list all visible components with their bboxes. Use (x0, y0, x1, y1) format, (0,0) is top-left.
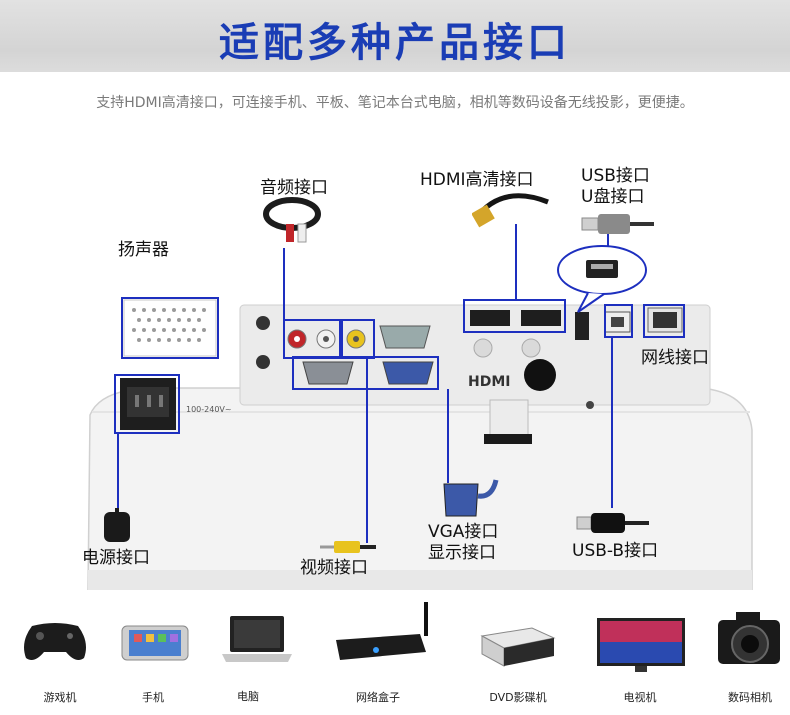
usbb-cable-icon (576, 513, 649, 533)
label-hdmi: HDMI高清接口 (420, 170, 534, 190)
device-label-2: 电脑 (237, 690, 259, 703)
video-cable-icon (320, 541, 376, 553)
usb-cable-icon (581, 214, 654, 234)
gamepad-icon (24, 623, 86, 660)
label-audio: 音频接口 (260, 178, 328, 198)
projector-diagram: HDMI 100-240V~ (87, 216, 753, 590)
callout-boxes (114, 297, 685, 434)
camera-icon (718, 612, 780, 664)
label-power: 电源接口 (82, 548, 150, 568)
label-usb-1: USB接口 (581, 166, 650, 186)
device-label-3: 网络盒子 (356, 691, 400, 704)
label-lan: 网线接口 (641, 348, 709, 368)
page-subtitle: 支持HDMI高清接口，可连接手机、平板、笔记本台式电脑，相机等数码设备无线投影，… (96, 95, 694, 111)
label-vga-2: 显示接口 (428, 543, 496, 563)
audio-cable-icon (263, 197, 321, 243)
power-rating: 100-240V~ (186, 405, 232, 414)
speaker-holes (132, 308, 206, 342)
laptop-icon (222, 616, 292, 662)
device-label-6: 数码相机 (728, 691, 772, 704)
label-vga-1: VGA接口 (428, 522, 499, 542)
device-label-4: DVD影碟机 (489, 691, 547, 704)
label-usb-2: U盘接口 (581, 187, 645, 207)
page-title: 适配多种产品接口 (219, 20, 571, 66)
speaker-grille (123, 299, 217, 357)
tv-box-icon (336, 602, 428, 660)
device-label-0: 游戏机 (43, 691, 77, 704)
hdmi-logo: HDMI (468, 374, 510, 390)
label-usbb: USB-B接口 (572, 541, 659, 561)
projector-base (88, 570, 752, 590)
device-label-1: 手机 (142, 691, 164, 704)
tv-icon (597, 618, 685, 672)
callout-lines (117, 216, 613, 543)
power-plug-icon (104, 508, 130, 542)
dvd-player-icon (480, 627, 556, 667)
header-banner (0, 0, 790, 72)
vga-cable-icon (443, 479, 499, 517)
device-label-5: 电视机 (623, 691, 657, 704)
hdmi-cable-icon (472, 193, 549, 228)
phone-icon (121, 625, 189, 661)
label-speaker: 扬声器 (118, 240, 169, 260)
label-video: 视频接口 (300, 558, 368, 578)
